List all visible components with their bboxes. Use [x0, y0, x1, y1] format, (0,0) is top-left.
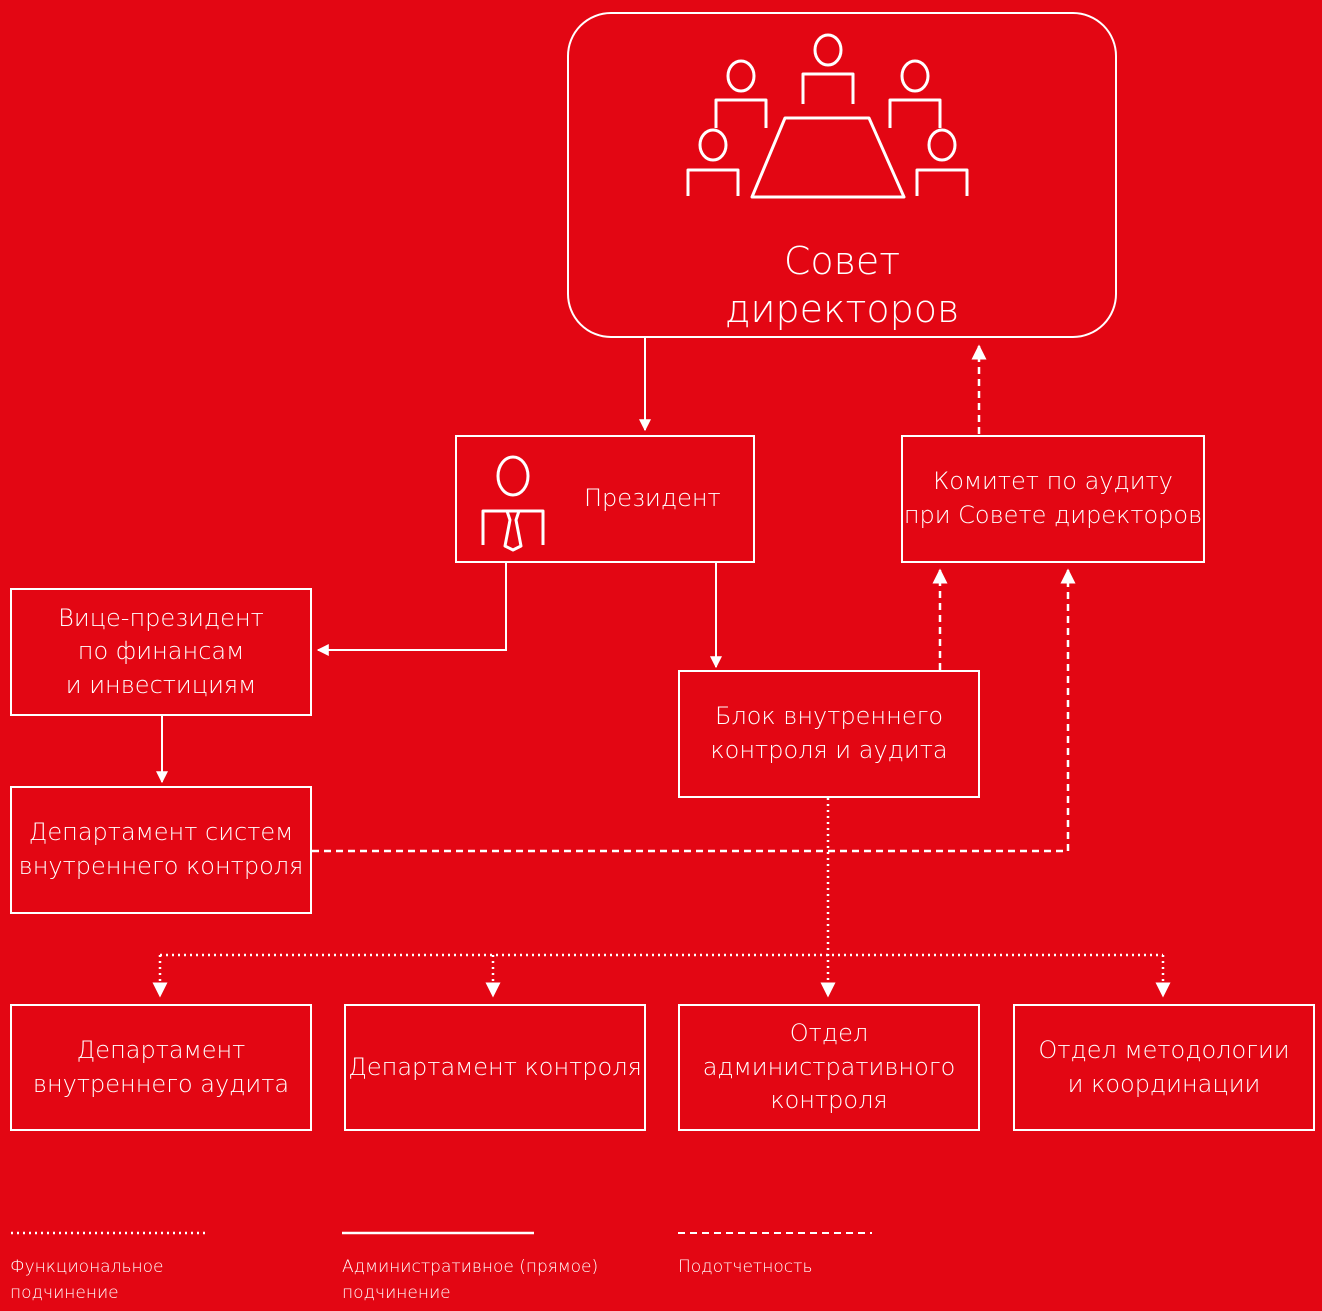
legend-administrative-label: Административное (прямое): [342, 1257, 599, 1277]
vp-finance-label: и инвестициям: [65, 670, 257, 699]
board-of-directors-box: Совет директоров: [567, 12, 1117, 338]
legend-functional-label: подчинение: [10, 1283, 119, 1304]
department-label: и координации: [1067, 1069, 1261, 1098]
legend-administrative-line: [342, 1231, 534, 1235]
person-icon: [481, 455, 545, 552]
board-title-line: директоров: [724, 286, 960, 331]
department-label: Отдел методологии: [1038, 1035, 1290, 1064]
vp-finance-label: по финансам: [77, 637, 245, 666]
audit-committee-label: при Совете директоров: [903, 501, 1203, 529]
legend-administrative: Административное (прямое) подчинение: [342, 1254, 642, 1307]
internal-audit-department-box: Департамент внутреннего аудита: [10, 1004, 312, 1131]
methodology-department-box: Отдел методологии и координации: [1013, 1004, 1315, 1131]
ics-department-label: Департамент систем: [28, 818, 294, 847]
legend-accountability: Подотчетность: [678, 1254, 978, 1280]
internal-control-block-label: контроля и аудита: [710, 736, 948, 764]
legend-functional-line: [11, 1231, 208, 1235]
department-label: Департамент: [76, 1035, 246, 1064]
internal-control-block-label: Блок внутреннего: [714, 702, 944, 731]
department-label: Отдел: [789, 1019, 869, 1048]
department-label: контроля: [770, 1086, 888, 1115]
legend-functional: Функциональное подчинение: [10, 1254, 310, 1307]
legend-functional-label: Функциональное: [10, 1257, 164, 1277]
ics-department-box: Департамент систем внутреннего контроля: [10, 786, 312, 914]
department-label: Департамент контроля: [348, 1052, 642, 1081]
legend-administrative-label: подчинение: [342, 1283, 451, 1304]
vp-finance-label: Вице-президент: [58, 603, 264, 632]
legend-accountability-label: Подотчетность: [678, 1257, 813, 1277]
board-meeting-icon: [686, 33, 969, 199]
department-label: административного: [702, 1052, 956, 1081]
vp-finance-box: Вице-президент по финансам и инвестициям: [10, 588, 312, 716]
ics-to-committee-arrow: [312, 568, 1076, 853]
department-label: внутреннего аудита: [32, 1069, 290, 1098]
board-title: Совет директоров: [569, 238, 1115, 333]
president-label: Президент: [584, 484, 721, 513]
president-to-vp-arrow: [316, 562, 507, 656]
legend-accountability-line: [678, 1232, 872, 1234]
president-box: Президент: [455, 435, 755, 563]
board-title-line: Совет: [783, 239, 901, 283]
control-department-box: Департамент контроля: [344, 1004, 646, 1131]
administrative-control-department-box: Отдел административного контроля: [678, 1004, 980, 1131]
ics-department-label: внутреннего контроля: [18, 852, 304, 880]
audit-committee-box: Комитет по аудиту при Совете директоров: [901, 435, 1205, 563]
audit-committee-label: Комитет по аудиту: [933, 467, 1173, 496]
internal-control-block-box: Блок внутреннего контроля и аудита: [678, 670, 980, 798]
